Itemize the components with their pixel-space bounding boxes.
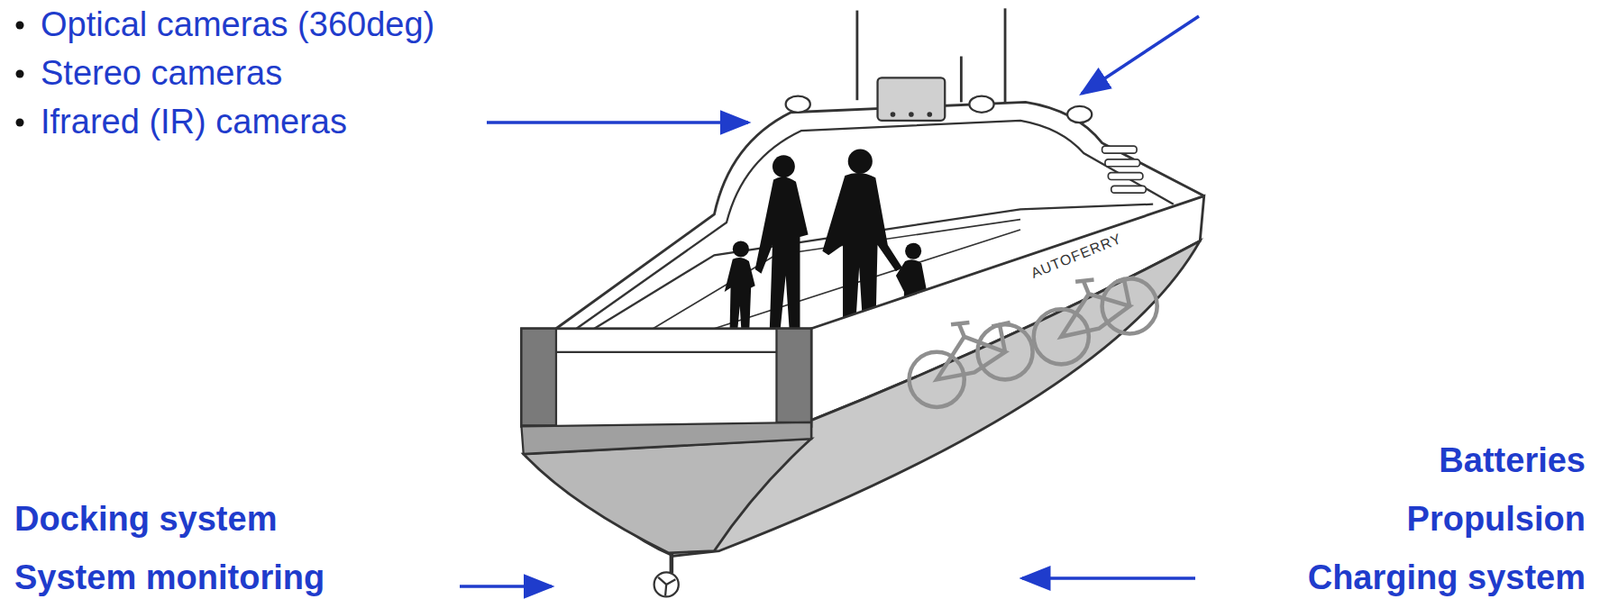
sensor-label: Optical cameras (360deg) <box>40 4 435 46</box>
leader-arrow <box>1022 576 1196 581</box>
system-label: System monitoring <box>14 557 325 599</box>
leader-arrow <box>1081 16 1199 94</box>
bullet <box>16 70 25 79</box>
system-label: Charging system <box>1307 557 1586 599</box>
sensor-label: Ifrared (IR) cameras <box>40 101 348 144</box>
leader-arrow <box>486 120 749 125</box>
leader-arrow <box>459 585 552 589</box>
system-label: Batteries <box>1438 440 1586 483</box>
bullet <box>16 21 25 30</box>
system-label: Propulsion <box>1407 499 1586 541</box>
bullet <box>16 118 25 128</box>
sensor-label: Stereo cameras <box>40 53 283 95</box>
system-label: Docking system <box>14 499 277 541</box>
